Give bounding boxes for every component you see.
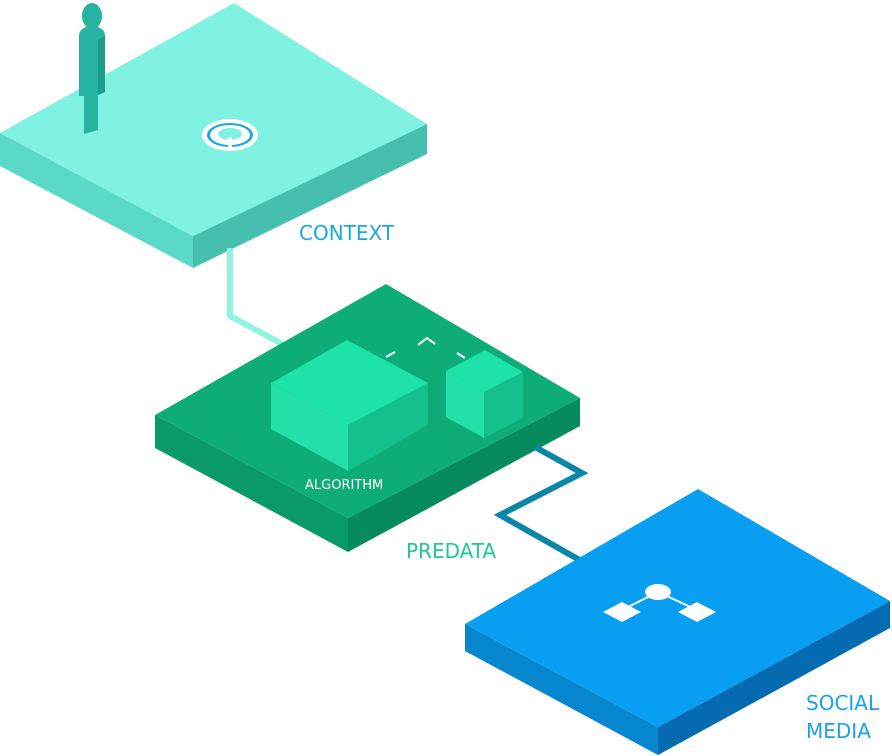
social-platform-top-face xyxy=(465,489,890,727)
predata-label: PREDATA xyxy=(406,539,496,563)
context-platform-left-face xyxy=(0,133,193,268)
algorithm-large-cube xyxy=(271,340,428,471)
network-node-icon xyxy=(603,584,716,622)
small-cube-top-face xyxy=(446,350,523,392)
small-cube-right-face xyxy=(484,372,523,438)
context-platform-right-face xyxy=(193,124,427,268)
social-platform-right-face xyxy=(658,601,890,755)
algorithm-platform-left-face xyxy=(155,415,348,552)
large-cube-top-face xyxy=(271,340,428,425)
social-platform-left-face xyxy=(465,624,658,755)
context-platform-top-face xyxy=(0,3,427,236)
large-cube-left-face xyxy=(271,383,348,471)
algorithm-marks xyxy=(385,336,466,359)
large-cube-right-face xyxy=(348,383,428,471)
algorithm-label: ALGORITHM xyxy=(305,478,383,493)
social-media-label-line1: SOCIAL xyxy=(806,691,880,715)
person-icon xyxy=(79,3,105,134)
algorithm-platform-right-face xyxy=(348,398,580,552)
algorithm-small-cube xyxy=(446,350,523,438)
social-media-platform xyxy=(465,489,890,755)
small-cube-left-face xyxy=(446,371,484,438)
algorithm-social-connector xyxy=(493,444,617,583)
context-platform xyxy=(0,3,427,268)
location-pin-icon xyxy=(202,119,258,151)
social-media-label-line2: MEDIA xyxy=(806,719,871,743)
context-label: CONTEXT xyxy=(299,221,395,245)
